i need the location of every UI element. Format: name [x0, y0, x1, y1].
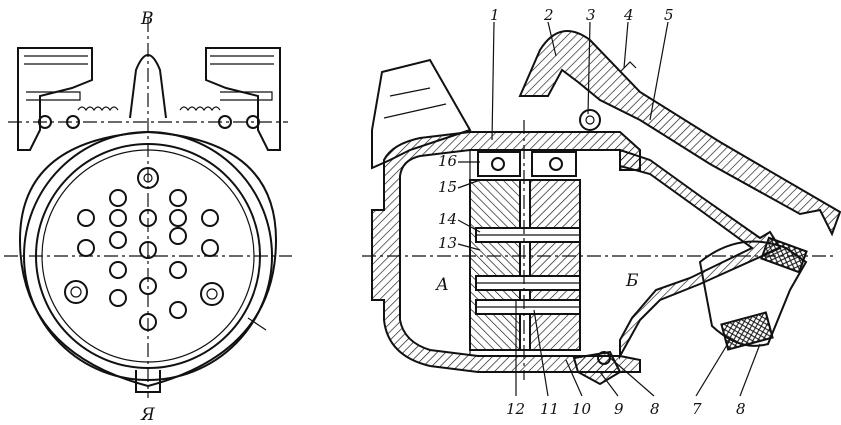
- chamber-b-label: Б: [625, 271, 639, 291]
- outer-housing: [18, 130, 278, 388]
- callout-12: 12: [506, 400, 525, 418]
- section-view: 1 2 3 4 5 16 15 14 13 12 11 10 9 8 7 8 А…: [362, 6, 841, 418]
- callout-2: 2: [543, 6, 554, 24]
- callout-16: 16: [438, 152, 458, 170]
- contact-row: [475, 227, 581, 315]
- callout-4: 4: [623, 6, 634, 24]
- callout-8b: 8: [736, 400, 746, 418]
- leader-lines: [457, 21, 761, 397]
- insert-left: [469, 179, 521, 351]
- callout-14: 14: [438, 210, 457, 228]
- right-spring: [179, 106, 221, 112]
- right-bracket: [205, 47, 281, 151]
- callout-13: 13: [438, 234, 457, 252]
- callout-7: 7: [692, 400, 702, 418]
- callout-11: 11: [540, 400, 559, 418]
- callout-15: 15: [438, 178, 457, 196]
- housing-body: [371, 131, 641, 373]
- callout-8a: 8: [650, 400, 660, 418]
- chamber-a-label: А: [435, 275, 449, 295]
- contact-pins: [64, 167, 224, 331]
- section-mark-top: В: [140, 9, 154, 29]
- callout-1: 1: [490, 6, 500, 24]
- front-shell: [619, 148, 782, 360]
- left-spring: [77, 106, 119, 112]
- callout-10: 10: [572, 400, 592, 418]
- locking-lever: [518, 30, 841, 237]
- callout-3: 3: [586, 6, 596, 24]
- callout-5: 5: [664, 6, 674, 24]
- cable-sleeve: [720, 311, 774, 351]
- callout-9: 9: [614, 400, 624, 418]
- section-mark-bottom: Я: [140, 405, 155, 425]
- front-view: В Я: [4, 9, 292, 425]
- left-bracket: [17, 47, 93, 151]
- insert-right: [529, 179, 581, 351]
